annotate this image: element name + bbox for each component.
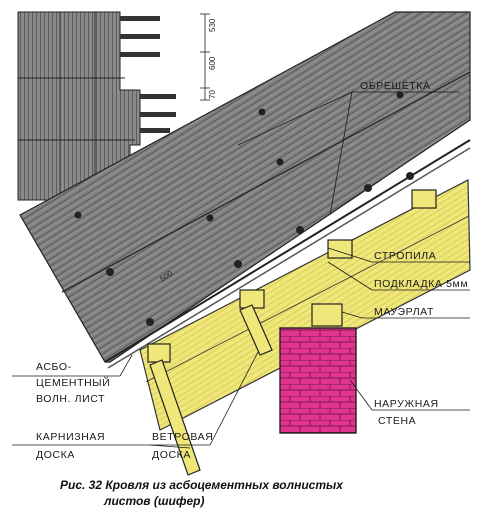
dim-600: 600 xyxy=(208,56,217,70)
corrugated-roof-sheet xyxy=(19,11,471,369)
label-spacer: ПОДКЛАДКА 5мм xyxy=(374,278,468,290)
leader-lines xyxy=(12,91,470,449)
caption-line-2: листов (шифер) xyxy=(104,494,205,508)
label-eaves-board: ДОСКА xyxy=(36,449,75,461)
label-wind-board: ДОСКА xyxy=(152,449,191,461)
label-cement: ЦЕМЕНТНЫЙ xyxy=(36,376,110,389)
label-wind: ВЕТРОВАЯ xyxy=(152,431,213,443)
label-battens: ОБРЕШЁТКА xyxy=(360,80,431,92)
dim-530: 530 xyxy=(208,18,217,32)
eaves-board xyxy=(149,359,201,476)
brick-wall xyxy=(279,327,357,434)
rafter-beam xyxy=(139,179,471,431)
label-eaves: КАРНИЗНАЯ xyxy=(36,431,105,443)
label-rafters: СТРОПИЛА xyxy=(374,250,436,262)
label-wall: СТЕНА xyxy=(378,415,416,427)
label-corrugated-sheet: ВОЛН. ЛИСТ xyxy=(36,393,105,405)
sheet-plan-view xyxy=(17,11,210,201)
caption-line-1: Рис. 32 Кровля из асбоцементных волнисты… xyxy=(60,478,343,492)
label-asbo: АСБО- xyxy=(36,361,72,373)
dim-70: 70 xyxy=(208,90,217,99)
wind-board xyxy=(239,304,273,356)
label-outer: НАРУЖНАЯ xyxy=(374,398,439,410)
batten-blocks xyxy=(147,189,437,363)
label-wall-plate: МАУЭРЛАТ xyxy=(374,306,434,318)
